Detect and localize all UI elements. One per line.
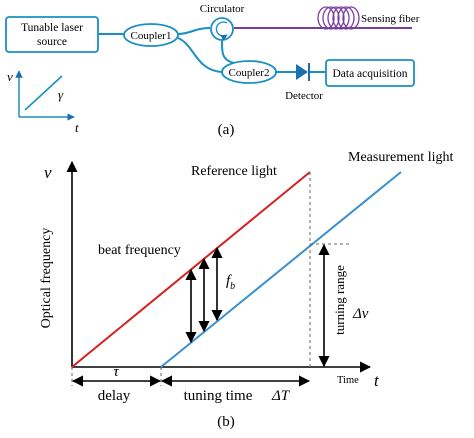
x-axis-symbol: t: [374, 371, 380, 390]
inset-slope-label: γ: [58, 87, 64, 102]
fb-main: f: [226, 273, 232, 289]
coupler1-shape: [123, 23, 179, 47]
circulator-arrow-icon: [215, 21, 228, 41]
laser-source-box: [5, 16, 99, 53]
inset-y-label: ν: [7, 69, 13, 84]
fiber-circulator-coupler2: [221, 39, 241, 65]
data-acquisition-box: [325, 59, 415, 87]
laser-label-line1: Tunable laser: [21, 22, 83, 34]
beat-frequency-label: beat frequency: [98, 243, 181, 258]
tuning-time-label: tuning time: [184, 388, 253, 404]
measurement-light-label: Measurement light: [348, 150, 453, 165]
panel-b-label: (b): [217, 414, 235, 430]
fiber-coupler1-circulator: [177, 27, 211, 35]
delay-label: delay: [98, 388, 131, 404]
fiber-coupler1-coupler2: [177, 37, 223, 73]
inset-chirp-line: [24, 75, 63, 111]
panel-a: Tunable laser source Coupler1 Circulator…: [5, 3, 420, 138]
delta-t-label: ΔT: [271, 388, 291, 404]
delta-nu-label: Δν: [352, 306, 369, 322]
fiber-coil-icon: [317, 6, 360, 30]
chirp-inset: ν γ t: [7, 69, 79, 135]
sensing-fiber-label: Sensing fiber: [361, 13, 420, 25]
fb-symbol: fb: [226, 273, 235, 292]
y-axis-symbol: ν: [44, 163, 52, 182]
panel-a-label: (a): [218, 122, 235, 138]
laser-label-line2: source: [37, 36, 67, 48]
panel-b: ν t Time Optical frequency Reference lig…: [39, 150, 453, 430]
beat-arrows: [185, 246, 223, 344]
detector-label: Detector: [285, 90, 323, 102]
x-axis-unit: Time: [337, 375, 359, 386]
reference-light-label: Reference light: [191, 164, 277, 179]
tau-label: τ: [113, 364, 119, 380]
guide-lines: [71, 172, 352, 386]
coupler2-shape: [221, 60, 277, 84]
detector-icon: [296, 63, 310, 81]
coupler1-label: Coupler1: [131, 30, 172, 42]
fb-subscript: b: [230, 281, 235, 292]
circulator-label: Circulator: [200, 3, 245, 15]
circulator-icon: [210, 17, 234, 41]
inset-x-label: t: [75, 120, 79, 135]
y-axis-title: Optical frequency: [39, 228, 54, 329]
turning-range-label: turning range: [332, 265, 347, 335]
data-acquisition-label: Data acquisition: [332, 68, 407, 80]
measurement-light-line: [160, 171, 402, 368]
coupler2-label: Coupler2: [229, 67, 270, 79]
